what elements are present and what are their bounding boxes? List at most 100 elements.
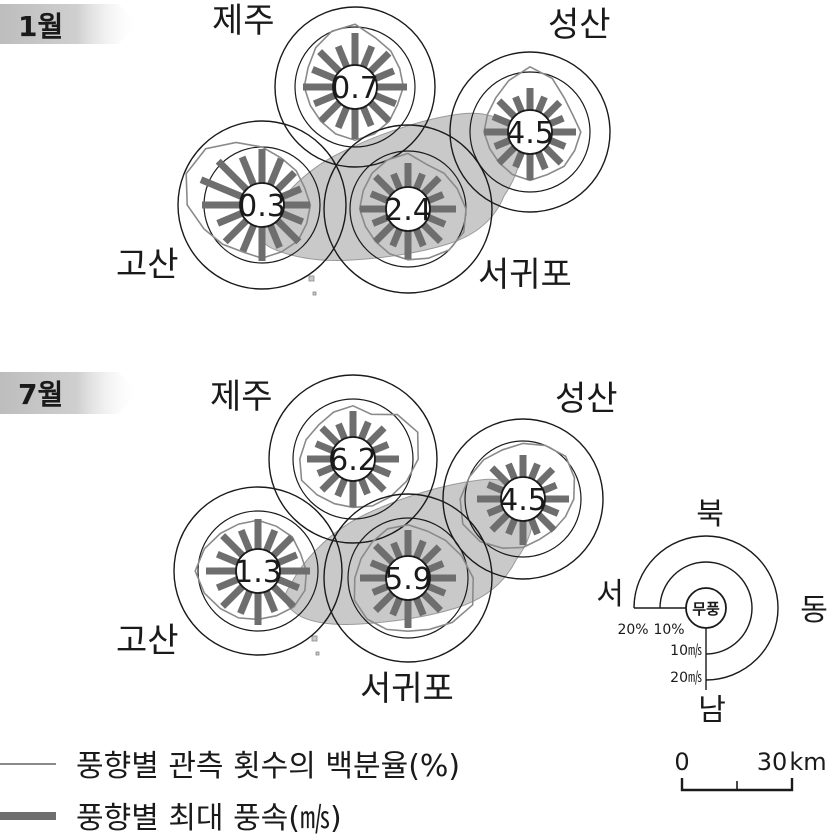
max-wind-bar [528, 462, 541, 481]
max-wind-bar [358, 477, 371, 496]
frequency-polygon [303, 23, 405, 142]
max-wind-bar [426, 583, 447, 597]
max-wind-bar [371, 441, 390, 454]
max-wind-bar [373, 543, 395, 565]
max-wind-bar [314, 440, 335, 454]
max-wind-bar [312, 92, 337, 108]
max-wind-bar [421, 175, 442, 196]
legend: 풍향별 관측 횟수의 백분율(%) 풍향별 최대 풍속(㎧) [0, 749, 460, 834]
key-speed-tick-10: 10㎧ [670, 643, 702, 659]
max-wind-bar [360, 44, 376, 69]
month-badge [0, 372, 140, 414]
max-wind-bar [413, 172, 426, 191]
max-wind-bar [543, 99, 563, 119]
max-wind-bar [319, 472, 340, 493]
max-wind-bar [548, 114, 565, 127]
max-wind-bar [543, 145, 564, 166]
max-wind-bar [426, 560, 445, 573]
rose-outer-ring [274, 6, 436, 168]
max-wind-bar [491, 113, 512, 127]
max-wind-bar [369, 190, 390, 204]
max-wind-bar [371, 214, 390, 227]
key-inner-arc [659, 561, 753, 655]
calm-value: 0.7 [331, 71, 379, 106]
max-wind-bar [421, 591, 443, 613]
max-wind-bar [267, 223, 283, 249]
max-wind-bar [390, 541, 403, 560]
rose-outer-ring [268, 374, 438, 544]
calm-value: 4.5 [499, 483, 547, 518]
small-islet [312, 291, 317, 296]
max-wind-bar [334, 105, 350, 130]
max-wind-bar [541, 504, 560, 517]
max-wind-bar [489, 465, 510, 486]
max-wind-bar [373, 174, 395, 196]
rose-inner-ring [347, 517, 469, 639]
max-wind-bar [366, 472, 387, 493]
calm-circle [500, 476, 546, 522]
max-wind-bar [369, 559, 390, 573]
max-wind-bar [275, 218, 302, 245]
calm-value: 6.2 [329, 443, 377, 478]
station-label-seogwipo: 서귀포 [478, 255, 572, 295]
max-wind-bar [413, 539, 427, 560]
key-west-label: 서 [596, 577, 624, 612]
calm-circle [385, 186, 431, 232]
rose-inner-ring [469, 71, 591, 193]
rose-outer-ring [173, 486, 343, 656]
rose-inner-ring [294, 26, 416, 148]
max-wind-bar [276, 576, 301, 592]
station-label-gosan: 고산 [116, 245, 179, 285]
max-wind-bar [280, 185, 303, 200]
max-wind-bar [486, 504, 505, 517]
calm-circle [332, 64, 378, 110]
legend-thin-line-label: 풍향별 관측 횟수의 백분율(%) [76, 749, 460, 784]
frequency-polygon [298, 404, 420, 509]
key-south-label: 남 [698, 693, 726, 728]
station-label-gosan: 고산 [116, 621, 179, 661]
wind-rose-gosan: 0.3 [177, 120, 347, 290]
max-wind-bar [373, 222, 395, 244]
station-label-seongsan: 성산 [548, 5, 611, 45]
max-wind-bar [426, 191, 445, 204]
max-wind-bar [541, 481, 558, 494]
max-wind-bar [535, 150, 549, 171]
max-wind-bar [276, 551, 299, 566]
max-wind-bar [371, 583, 390, 596]
month-label: 7월 [18, 378, 63, 411]
key-calm-circle [685, 587, 727, 629]
key-outer-arc [633, 535, 779, 681]
max-wind-bar [215, 158, 249, 192]
legend-thick-bar-label: 풍향별 최대 풍속(㎧) [76, 801, 342, 834]
calm-value: 1.3 [234, 555, 282, 590]
max-wind-bar [505, 517, 518, 536]
max-wind-bar [390, 172, 403, 191]
key-speed-tick-20: 20㎧ [670, 670, 702, 686]
calm-circle [507, 109, 553, 155]
max-wind-bar [263, 589, 279, 614]
month-badge [0, 4, 140, 44]
max-wind-bar [373, 67, 396, 82]
frequency-polygon [459, 442, 576, 550]
max-wind-bar [335, 422, 348, 441]
max-wind-bar [199, 176, 244, 200]
max-wind-bar [220, 533, 245, 558]
max-wind-bar [421, 544, 442, 565]
max-wind-bar [373, 591, 395, 613]
max-wind-bar [426, 214, 447, 228]
wind-rose-seogwipo: 2.4 [323, 124, 493, 294]
max-wind-bar [237, 528, 253, 553]
rose-inner-ring [197, 510, 319, 632]
station-label-seongsan: 성산 [555, 379, 618, 419]
max-wind-bar [238, 155, 257, 187]
max-wind-bar [311, 66, 337, 82]
max-wind-bar [317, 49, 342, 74]
max-wind-bar [318, 100, 342, 124]
rose-outer-ring [442, 418, 604, 580]
key-north-label: 북 [696, 497, 724, 532]
max-wind-bar [222, 218, 249, 245]
max-wind-bar [239, 223, 257, 253]
calm-circle [330, 436, 376, 482]
max-wind-bar [548, 137, 567, 150]
calm-value: 5.9 [384, 562, 432, 597]
